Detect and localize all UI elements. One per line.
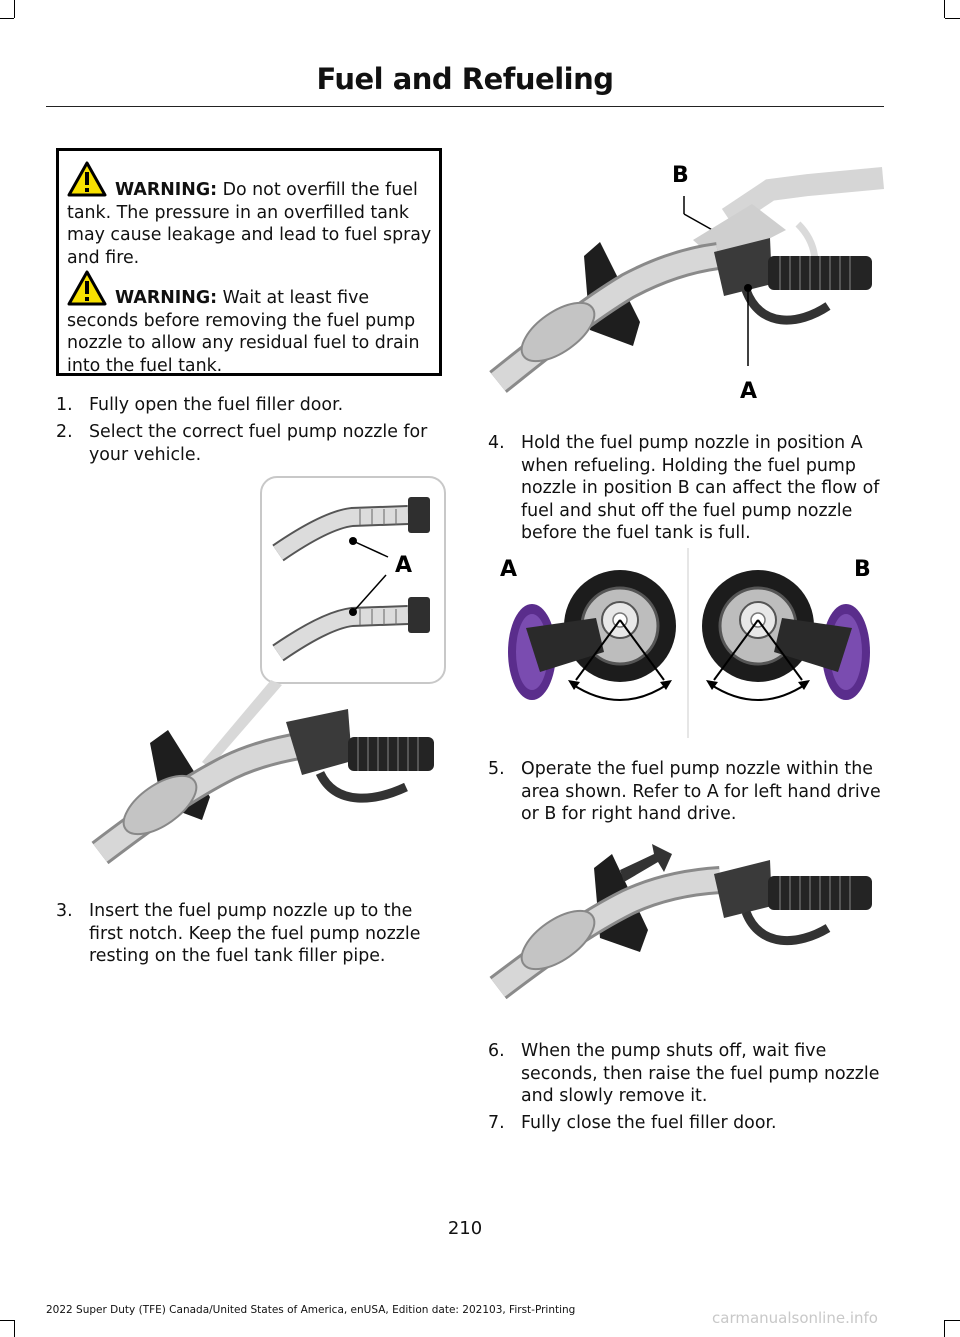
page-title: Fuel and Refueling — [316, 62, 614, 96]
header-divider — [46, 106, 884, 107]
watermark: carmanualsonline.info — [712, 1309, 878, 1327]
edition-info: 2022 Super Duty (TFE) Canada/United Stat… — [46, 1304, 576, 1316]
crop-mark — [945, 18, 960, 19]
callout-label-a: A — [740, 379, 757, 404]
warning-triangle-icon — [67, 270, 107, 306]
step-number: 5. — [488, 759, 505, 779]
callout-label-b: B — [854, 557, 871, 582]
warning-triangle-icon — [67, 161, 107, 197]
crop-mark — [945, 1320, 960, 1321]
step-number: 7. — [488, 1113, 505, 1133]
step-text: Operate the fuel pump nozzle within the … — [521, 759, 881, 824]
crop-mark — [944, 0, 945, 18]
step-number: 2. — [56, 422, 73, 442]
nozzle-notch-figure: A — [91, 476, 446, 865]
crop-mark — [0, 18, 14, 19]
warning-paragraph: WARNING: Do not overfill the fuel tank. … — [67, 179, 437, 269]
step-text: Hold the fuel pump nozzle in position A … — [521, 433, 880, 543]
step-text: Insert the fuel pump nozzle up to the fi… — [89, 901, 421, 966]
raise-nozzle-figure — [489, 844, 872, 1000]
warning-paragraph: WARNING: Wait at least five seconds befo… — [67, 287, 437, 377]
step-text: When the pump shuts off, wait five secon… — [521, 1041, 880, 1106]
step-number: 3. — [56, 901, 73, 921]
operating-area-figure: A B — [500, 548, 871, 738]
warning-label: WARNING: — [115, 288, 218, 308]
step-number: 6. — [488, 1041, 505, 1061]
nozzle-position-figure: B A — [489, 163, 885, 404]
step-number: 4. — [488, 433, 505, 453]
callout-label-a: A — [395, 553, 412, 578]
crop-mark — [944, 1320, 945, 1337]
step-text: Fully open the fuel filler door. — [89, 395, 344, 415]
step-number: 1. — [56, 395, 73, 415]
warning-box: WARNING: Do not overfill the fuel tank. … — [56, 148, 442, 376]
crop-mark — [14, 0, 15, 18]
page-number: 210 — [447, 1218, 483, 1239]
step-text: Select the correct fuel pump nozzle for … — [89, 422, 428, 465]
callout-label-a: A — [500, 557, 517, 582]
warning-label: WARNING: — [115, 180, 218, 200]
crop-mark — [14, 1320, 15, 1337]
step-text: Fully close the fuel filler door. — [521, 1113, 777, 1133]
crop-mark — [0, 1320, 14, 1321]
warning-text: Do not overfill the fuel tank. The press… — [67, 180, 432, 268]
warning-text: Wait at least five seconds before removi… — [67, 288, 420, 376]
callout-label-b: B — [672, 163, 689, 188]
